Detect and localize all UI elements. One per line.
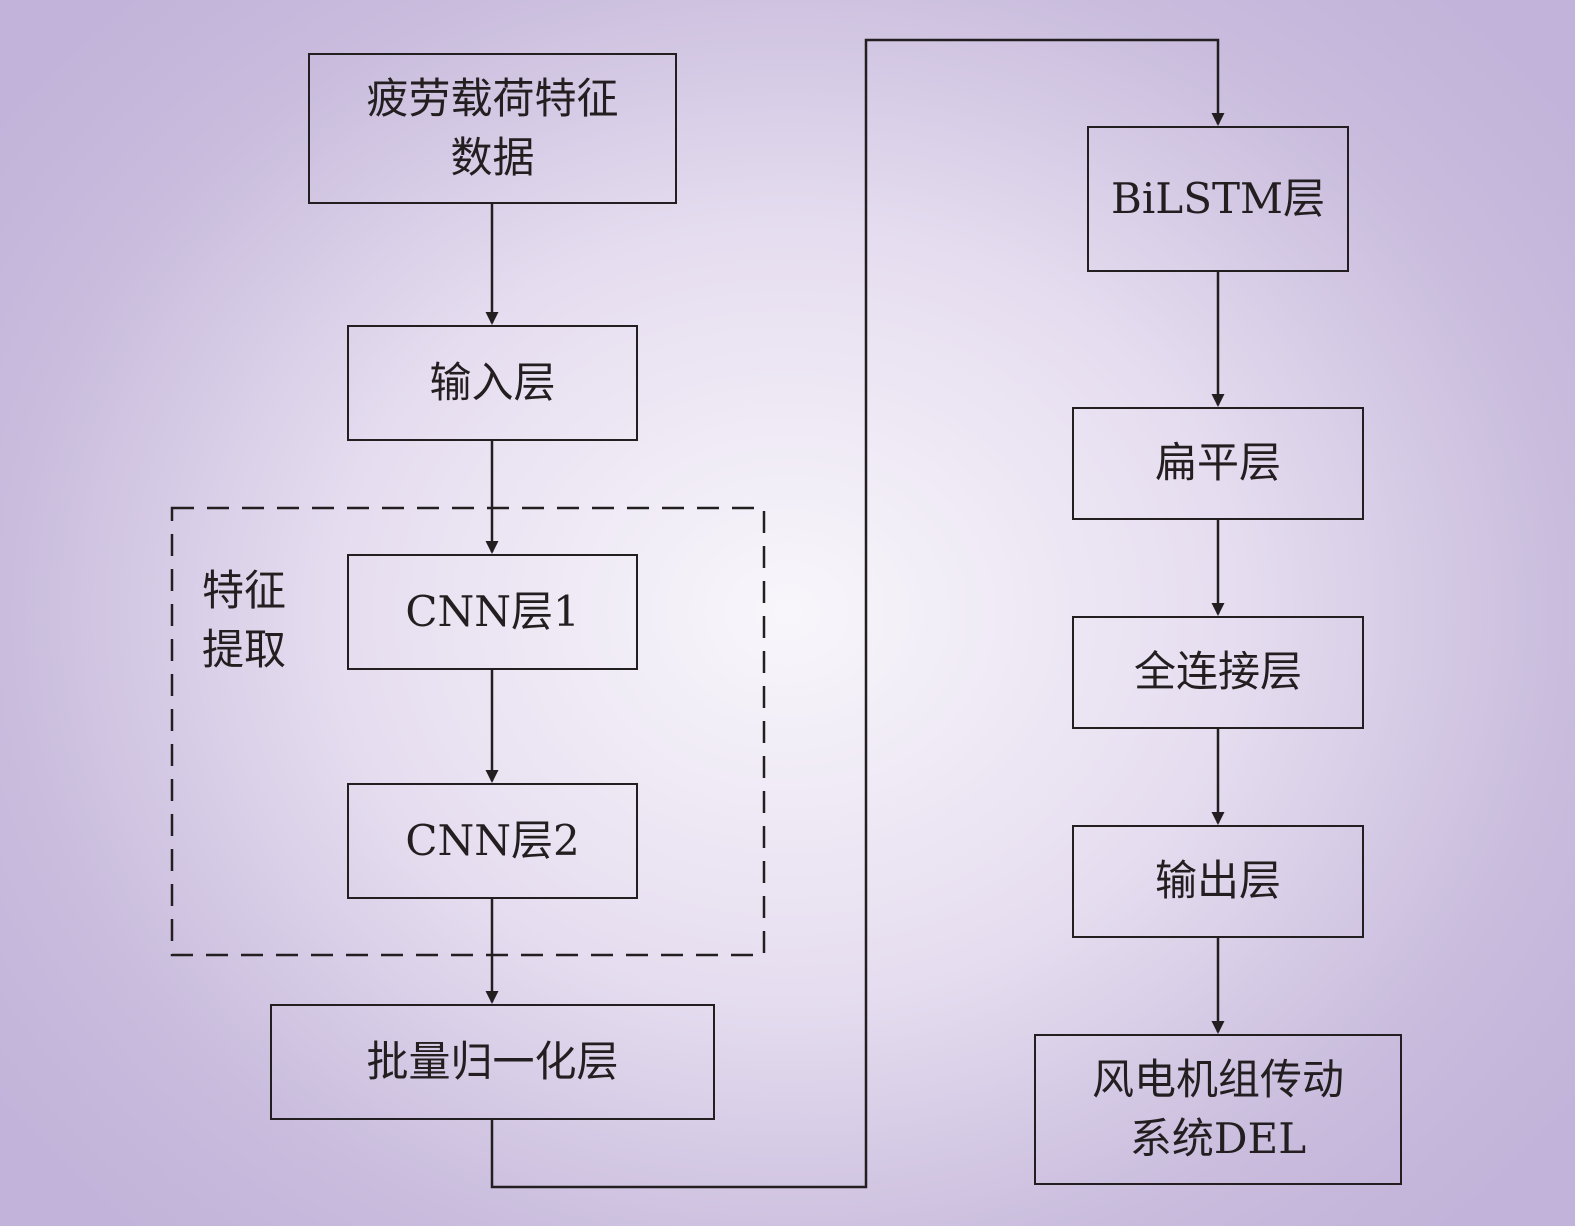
node-output-layer: 输出层 [1072,825,1364,938]
node-bilstm-layer: BiLSTM层 [1087,126,1349,272]
node-cnn-layer-1: CNN层1 [347,554,638,670]
node-dense-layer: 全连接层 [1072,616,1364,729]
feature-extraction-group-label: 特征 提取 [202,566,287,674]
node-del-output: 风电机组传动 系统DEL [1034,1034,1402,1185]
node-cnn-layer-2: CNN层2 [347,783,638,899]
edge-batchnorm-layer-to-bilstm-layer [490,38,1225,1189]
node-input-layer: 输入层 [347,325,638,441]
node-flatten-layer: 扁平层 [1072,407,1364,520]
feature-extraction-group-border [170,506,766,957]
node-fatigue-data: 疲劳载荷特征 数据 [308,53,677,204]
node-batchnorm-layer: 批量归一化层 [270,1004,715,1120]
